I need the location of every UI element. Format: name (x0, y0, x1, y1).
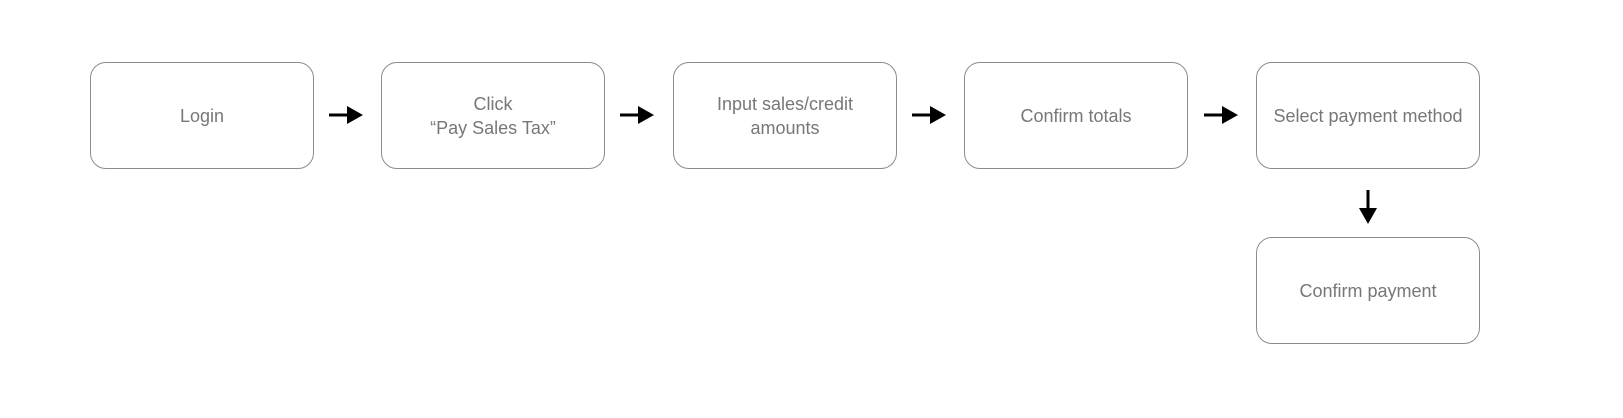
node-select-payment-method: Select payment method (1256, 62, 1480, 169)
node-login-label: Login (179, 105, 225, 126)
node-input-amounts: Input sales/credit amounts (673, 62, 897, 169)
node-click-pay-sales-tax-label-line-2: “Pay Sales Tax” (430, 117, 556, 138)
node-confirm-payment: Confirm payment (1256, 237, 1480, 344)
arrow-down-icon (1359, 190, 1377, 224)
node-confirm-totals: Confirm totals (964, 62, 1188, 169)
node-click-pay-sales-tax-label-line-1: Click (473, 93, 513, 114)
arrow-right-icon (1204, 106, 1238, 124)
node-confirm-payment-label: Confirm payment (1299, 280, 1437, 301)
node-click-pay-sales-tax: Click “Pay Sales Tax” (381, 62, 605, 169)
arrow-right-icon (329, 106, 363, 124)
node-select-payment-method-label: Select payment method (1273, 105, 1463, 126)
node-login: Login (90, 62, 314, 169)
node-input-amounts-label-line-1: Input sales/credit (716, 93, 854, 114)
node-confirm-totals-label: Confirm totals (1020, 105, 1132, 126)
arrow-right-icon (620, 106, 654, 124)
node-input-amounts-label-line-2: amounts (750, 117, 820, 138)
arrow-right-icon (912, 106, 946, 124)
